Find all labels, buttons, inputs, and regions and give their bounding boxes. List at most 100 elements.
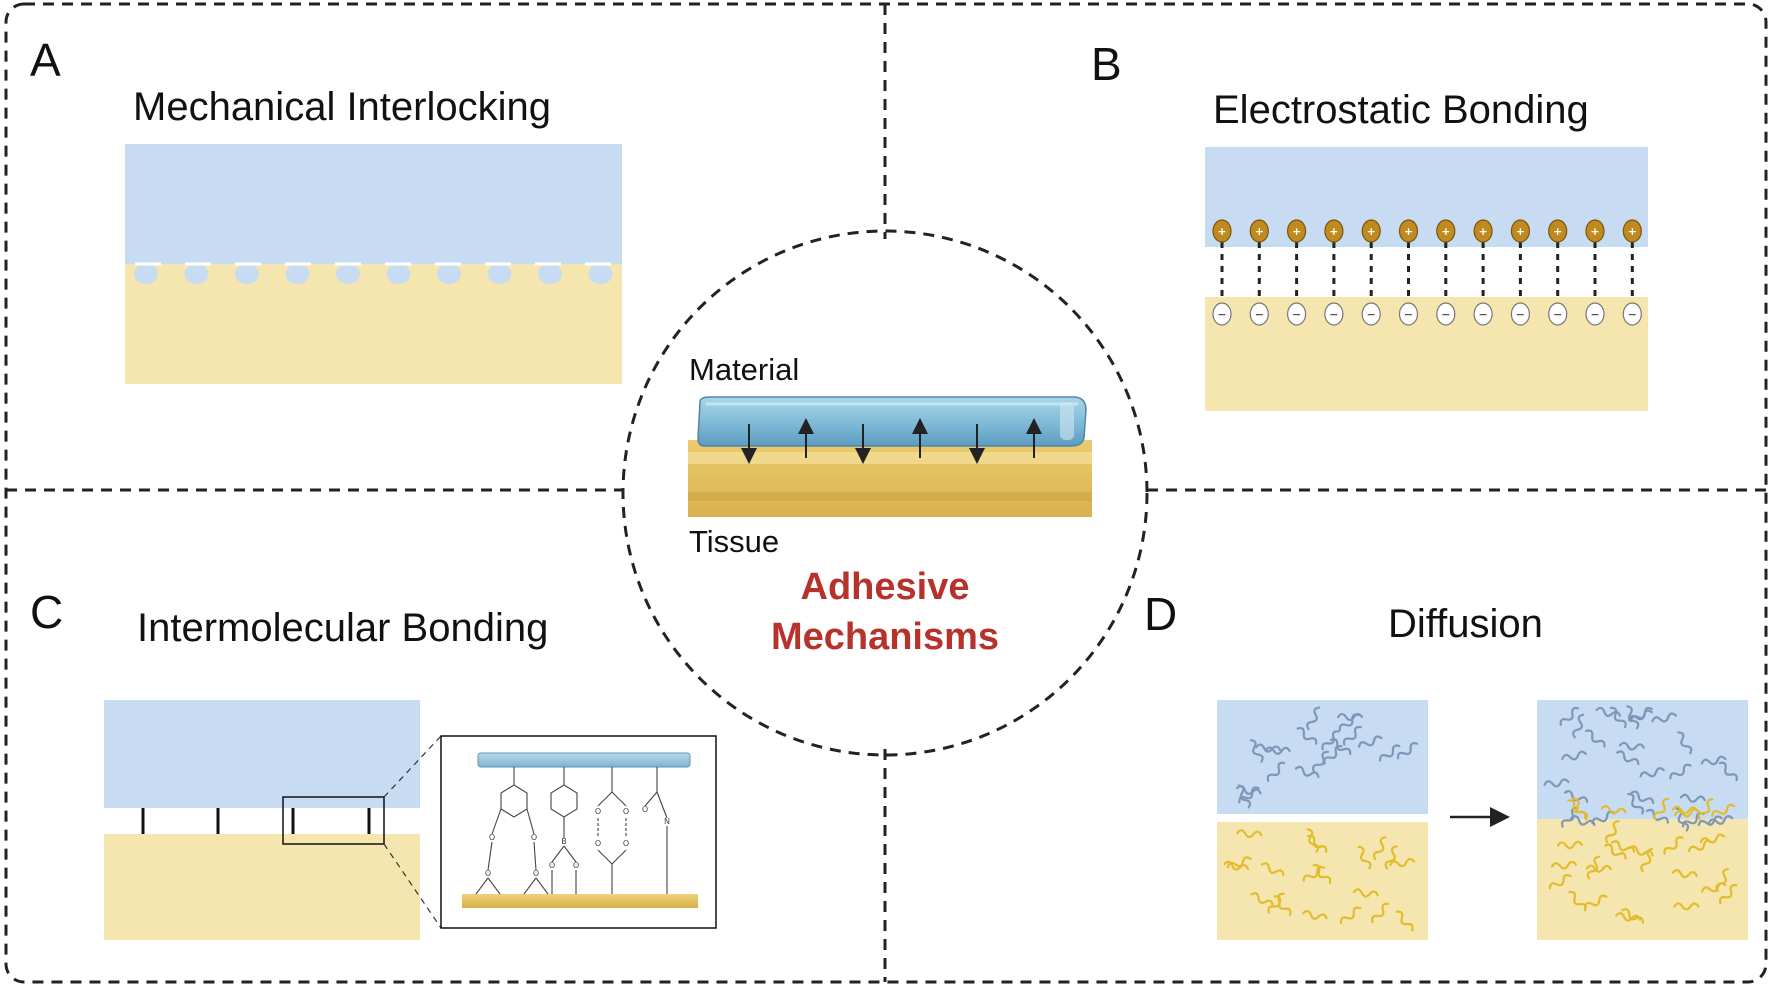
polymer-chain (1561, 750, 1587, 761)
negative-charge-symbol: − (1292, 308, 1301, 321)
panel-b-material-block (1205, 147, 1648, 247)
negative-charge-symbol: − (1367, 308, 1376, 321)
polymer-chain (1559, 706, 1580, 727)
negative-charge (1286, 302, 1307, 326)
polymer-chain (1389, 857, 1416, 868)
polymer-chain (1395, 910, 1414, 932)
polymer-chain (1697, 815, 1723, 827)
polymer-chain (1339, 906, 1362, 924)
positive-charge (1249, 219, 1269, 243)
panel-c-title: Intermolecular Bonding (137, 606, 548, 650)
positive-charge-symbol: + (1329, 225, 1338, 238)
polymer-chain (1718, 884, 1738, 905)
negative-charge (1548, 302, 1568, 326)
positive-charge-symbol: + (1553, 225, 1562, 238)
polymer-chain (1572, 713, 1585, 739)
panel-c-bonds (141, 808, 371, 834)
positive-charge (1324, 219, 1344, 243)
frame (4, 2, 1768, 984)
polymer-chain (1302, 865, 1326, 882)
polymer-chain (1604, 843, 1627, 860)
svg-text:N: N (664, 817, 670, 826)
polymer-chain (1238, 786, 1260, 804)
polymer-chain (1396, 742, 1419, 760)
polymer-chain (1711, 803, 1736, 817)
center-title-line2: Mechanisms (771, 616, 999, 658)
panel-a-letter: A (30, 34, 61, 86)
svg-text:B: B (561, 837, 567, 846)
polymer-chain (1697, 798, 1714, 821)
polymer-chain (1681, 812, 1705, 828)
center-material-label: Material (689, 352, 799, 387)
polymer-chain (1663, 836, 1684, 855)
polymer-chain (1671, 805, 1699, 815)
polymer-chain (1715, 867, 1730, 892)
positive-charge-symbol: + (1292, 225, 1301, 238)
polymer-chain (1543, 778, 1570, 788)
polymer-chain (1255, 743, 1282, 753)
polymer-chain (1338, 713, 1360, 732)
polymer-chain (1302, 909, 1328, 920)
negative-charge-symbol: − (1590, 308, 1599, 321)
interlock-bump (588, 264, 613, 284)
negative-charge-symbol: − (1441, 308, 1450, 321)
polymer-chain (1688, 839, 1713, 853)
polymer-chain (1591, 810, 1616, 825)
polymer-chain (1321, 730, 1340, 751)
svg-text:O: O (595, 807, 601, 816)
polymer-chain (1296, 726, 1318, 745)
panel-c-material-block (104, 700, 420, 808)
panel-b-title: Electrostatic Bonding (1213, 88, 1589, 132)
polymer-chain (1699, 833, 1726, 844)
polymer-chain (1651, 712, 1677, 723)
polymer-chain (1273, 895, 1292, 916)
polymer-chain (1630, 790, 1655, 805)
polymer-chain (1312, 864, 1332, 885)
polymer-chain (1707, 815, 1734, 825)
svg-text:O: O (549, 861, 555, 870)
polymer-chain (1563, 790, 1589, 803)
negative-charge (1361, 302, 1381, 326)
polymer-chain (1653, 797, 1670, 821)
interlock-bump (437, 264, 461, 284)
polymer-chain (1352, 888, 1379, 898)
inset-material-slab (477, 752, 691, 768)
svg-text:O: O (531, 833, 537, 842)
polymer-chain (1556, 840, 1583, 850)
polymer-chain (1312, 750, 1330, 773)
polymer-chain (1616, 750, 1640, 766)
panel-d-polymer-chains (1223, 705, 1738, 932)
positive-charge (1473, 219, 1493, 243)
polymer-chain (1604, 820, 1620, 844)
interlock-bump (184, 264, 209, 284)
positive-charge-symbol: + (1217, 225, 1226, 238)
negative-charge-symbol: − (1553, 308, 1562, 321)
interlock-bump (285, 264, 310, 284)
polymer-chain (1568, 890, 1587, 912)
panel-d-before-tissue (1217, 822, 1428, 940)
inset-tissue-slab (462, 894, 698, 908)
panel-d-title: Diffusion (1388, 602, 1543, 646)
polymer-chain (1609, 706, 1627, 729)
polymer-chain (1264, 746, 1291, 755)
interlock-bump (487, 264, 512, 284)
polymer-chain (1260, 862, 1285, 877)
svg-text:O: O (595, 839, 601, 848)
negative-charge-symbol: − (1478, 308, 1487, 321)
polymer-chain (1342, 725, 1362, 746)
center-illustration: Material Tissue Adhesive Mechanisms (688, 352, 1092, 658)
panel-a: A Mechanical Interlocking (30, 34, 622, 384)
polymer-chain (1627, 792, 1645, 815)
polymer-chain (1306, 706, 1321, 731)
positive-charge-symbol: + (1478, 225, 1487, 238)
positive-charge (1361, 219, 1381, 243)
polymer-chain (1595, 706, 1621, 717)
polymer-chain (1618, 741, 1645, 751)
polymer-chain (1249, 738, 1264, 763)
polymer-chain (1586, 855, 1601, 880)
positive-charge-symbol: + (1628, 225, 1637, 238)
polymer-chain (1548, 873, 1572, 890)
polymer-chain (1600, 805, 1627, 815)
polymer-chain (1379, 744, 1401, 762)
polymer-chain (1639, 767, 1665, 778)
